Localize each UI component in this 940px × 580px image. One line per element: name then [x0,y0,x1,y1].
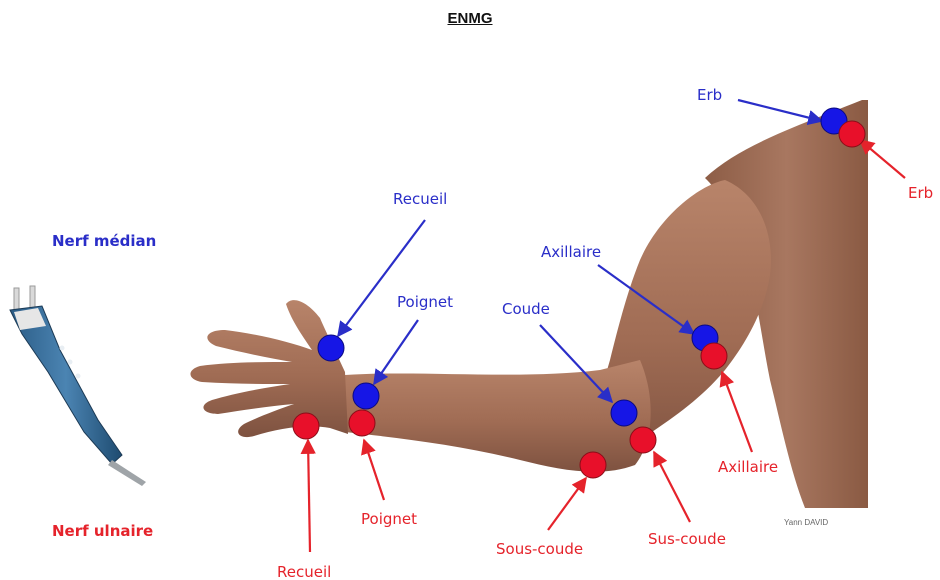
ulnar-recueil-dot [293,413,319,439]
ulnar-axillaire-arrow [722,372,752,452]
ulnar-erb-dot [839,121,865,147]
median-recueil-label: Recueil [393,190,447,208]
ulnar-sous-coude-arrow [548,478,586,530]
median-coude-dot [611,400,637,426]
median-erb-label: Erb [697,86,722,104]
ulnar-sous-coude-label: Sous-coude [496,540,583,558]
median-coude-label: Coude [502,300,550,318]
median-recueil-dot [318,335,344,361]
ulnar-sous-coude-dot [580,452,606,478]
legend-ulnar-label: Nerf ulnaire [52,522,153,540]
median-axillaire-label: Axillaire [541,243,601,261]
ulnar-poignet-arrow [364,440,384,500]
ulnar-poignet-label: Poignet [361,510,417,528]
median-recueil-arrow [338,220,425,336]
author-credit: Yann DAVID [784,518,828,527]
ulnar-poignet-dot [349,410,375,436]
ulnar-erb-label: Erb [908,184,933,202]
median-poignet-label: Poignet [397,293,453,311]
ulnar-sus-coude-arrow [654,452,690,522]
stimulator-probe [10,286,146,486]
ulnar-sus-coude-label: Sus-coude [648,530,726,548]
median-poignet-dot [353,383,379,409]
legend-median-label: Nerf médian [52,232,156,250]
median-erb-arrow [738,100,822,121]
ulnar-axillaire-dot [701,343,727,369]
ulnar-axillaire-label: Axillaire [718,458,778,476]
ulnar-recueil-arrow [308,440,310,552]
ulnar-recueil-label: Recueil [277,563,331,580]
ulnar-sus-coude-dot [630,427,656,453]
